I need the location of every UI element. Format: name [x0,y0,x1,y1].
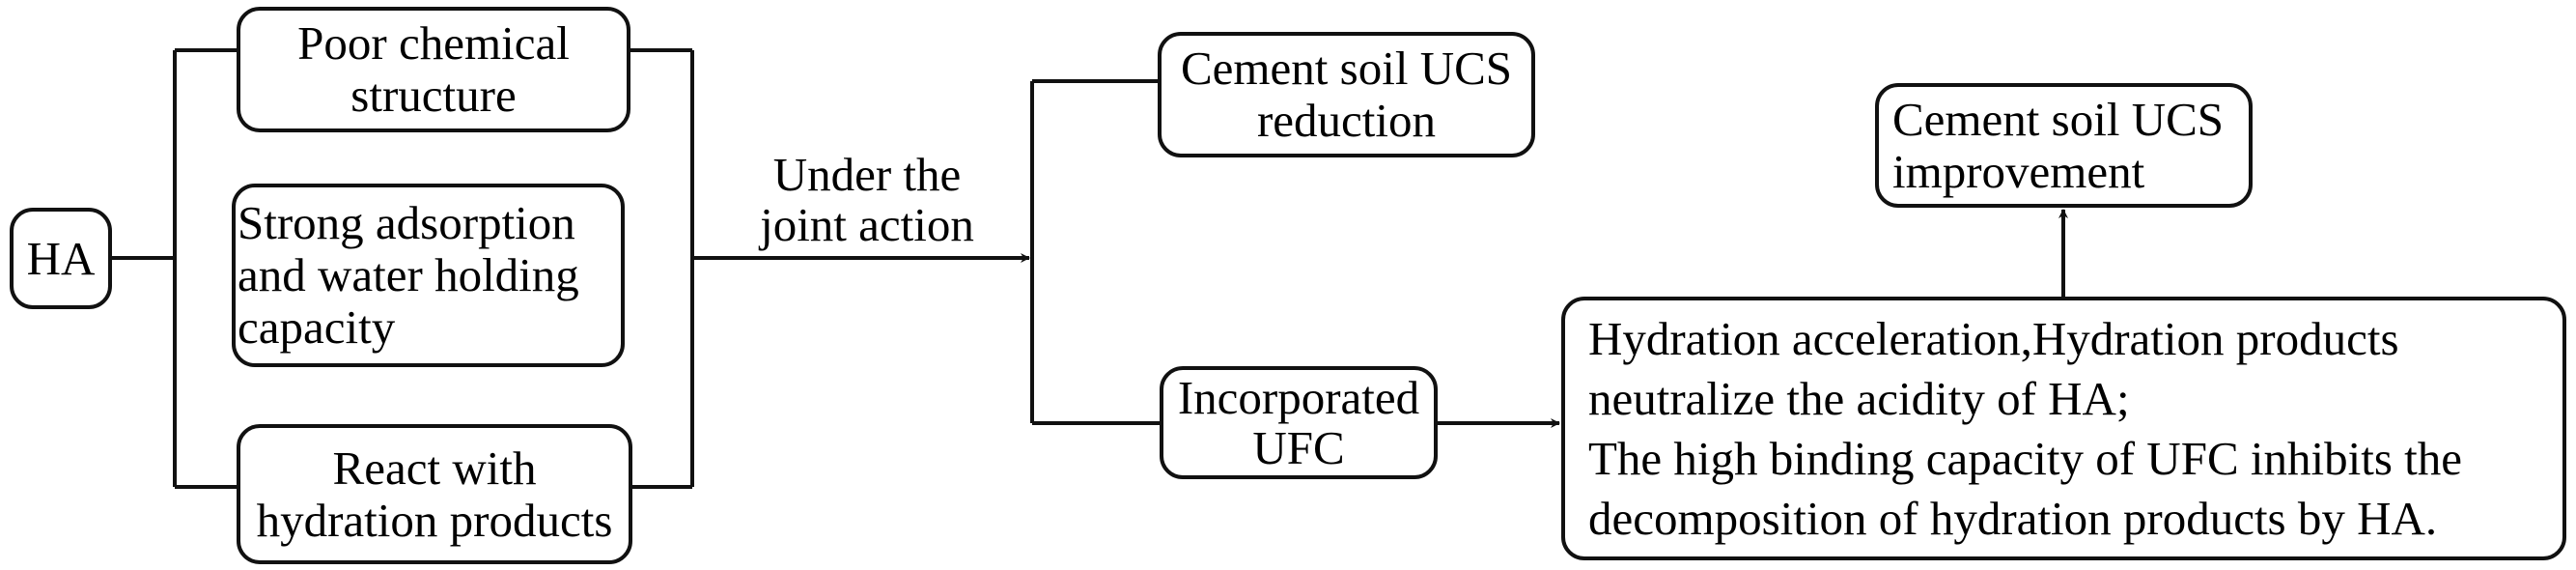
mechanism-line-1: Hydration acceleration,Hydration product… [1588,311,2399,365]
ha-node-label: HA [26,231,96,285]
cause-node-strong-adsorption: Strong adsorption and water holding capa… [232,184,625,367]
mechanism-node: Hydration acceleration,Hydration product… [1561,297,2566,560]
joint-action-label: Under the joint action [722,150,1012,250]
cause-2-line-1: Strong adsorption [238,196,575,249]
improvement-line-1: Cement soil UCS [1892,92,2225,146]
improvement-line-2: improvement [1892,144,2145,198]
reduction-line-1: Cement soil UCS [1180,42,1513,95]
ufc-line-1: Incorporated [1177,370,1420,424]
reduction-line-2: reduction [1256,94,1437,147]
joint-action-line-1: Under the [772,148,962,201]
cause-1-line-2: structure [350,69,517,122]
outcome-node-ucs-reduction: Cement soil UCS reduction [1158,32,1535,157]
cause-1-line-1: Poor chemical [297,16,570,70]
outcome-node-ucs-improvement: Cement soil UCS improvement [1875,83,2253,208]
mechanism-line-4: decomposition of hydration products by H… [1588,491,2438,545]
cause-node-react-with-hydration-products: React with hydration products [237,424,632,564]
cause-3-line-1: React with [332,441,537,495]
cause-2-line-3: capacity [238,300,396,354]
ufc-node: Incorporated UFC [1160,366,1438,479]
ufc-line-2: UFC [1252,420,1345,474]
cause-3-line-2: hydration products [256,493,613,547]
mechanism-line-2: neutralize the acidity of HA; [1588,371,2130,425]
mechanism-line-3: The high binding capacity of UFC inhibit… [1588,431,2463,485]
ha-node: HA [10,208,112,309]
cause-node-poor-chemical-structure: Poor chemical structure [237,7,630,132]
cause-2-line-2: and water holding [238,248,579,301]
joint-action-line-2: joint action [760,198,974,251]
